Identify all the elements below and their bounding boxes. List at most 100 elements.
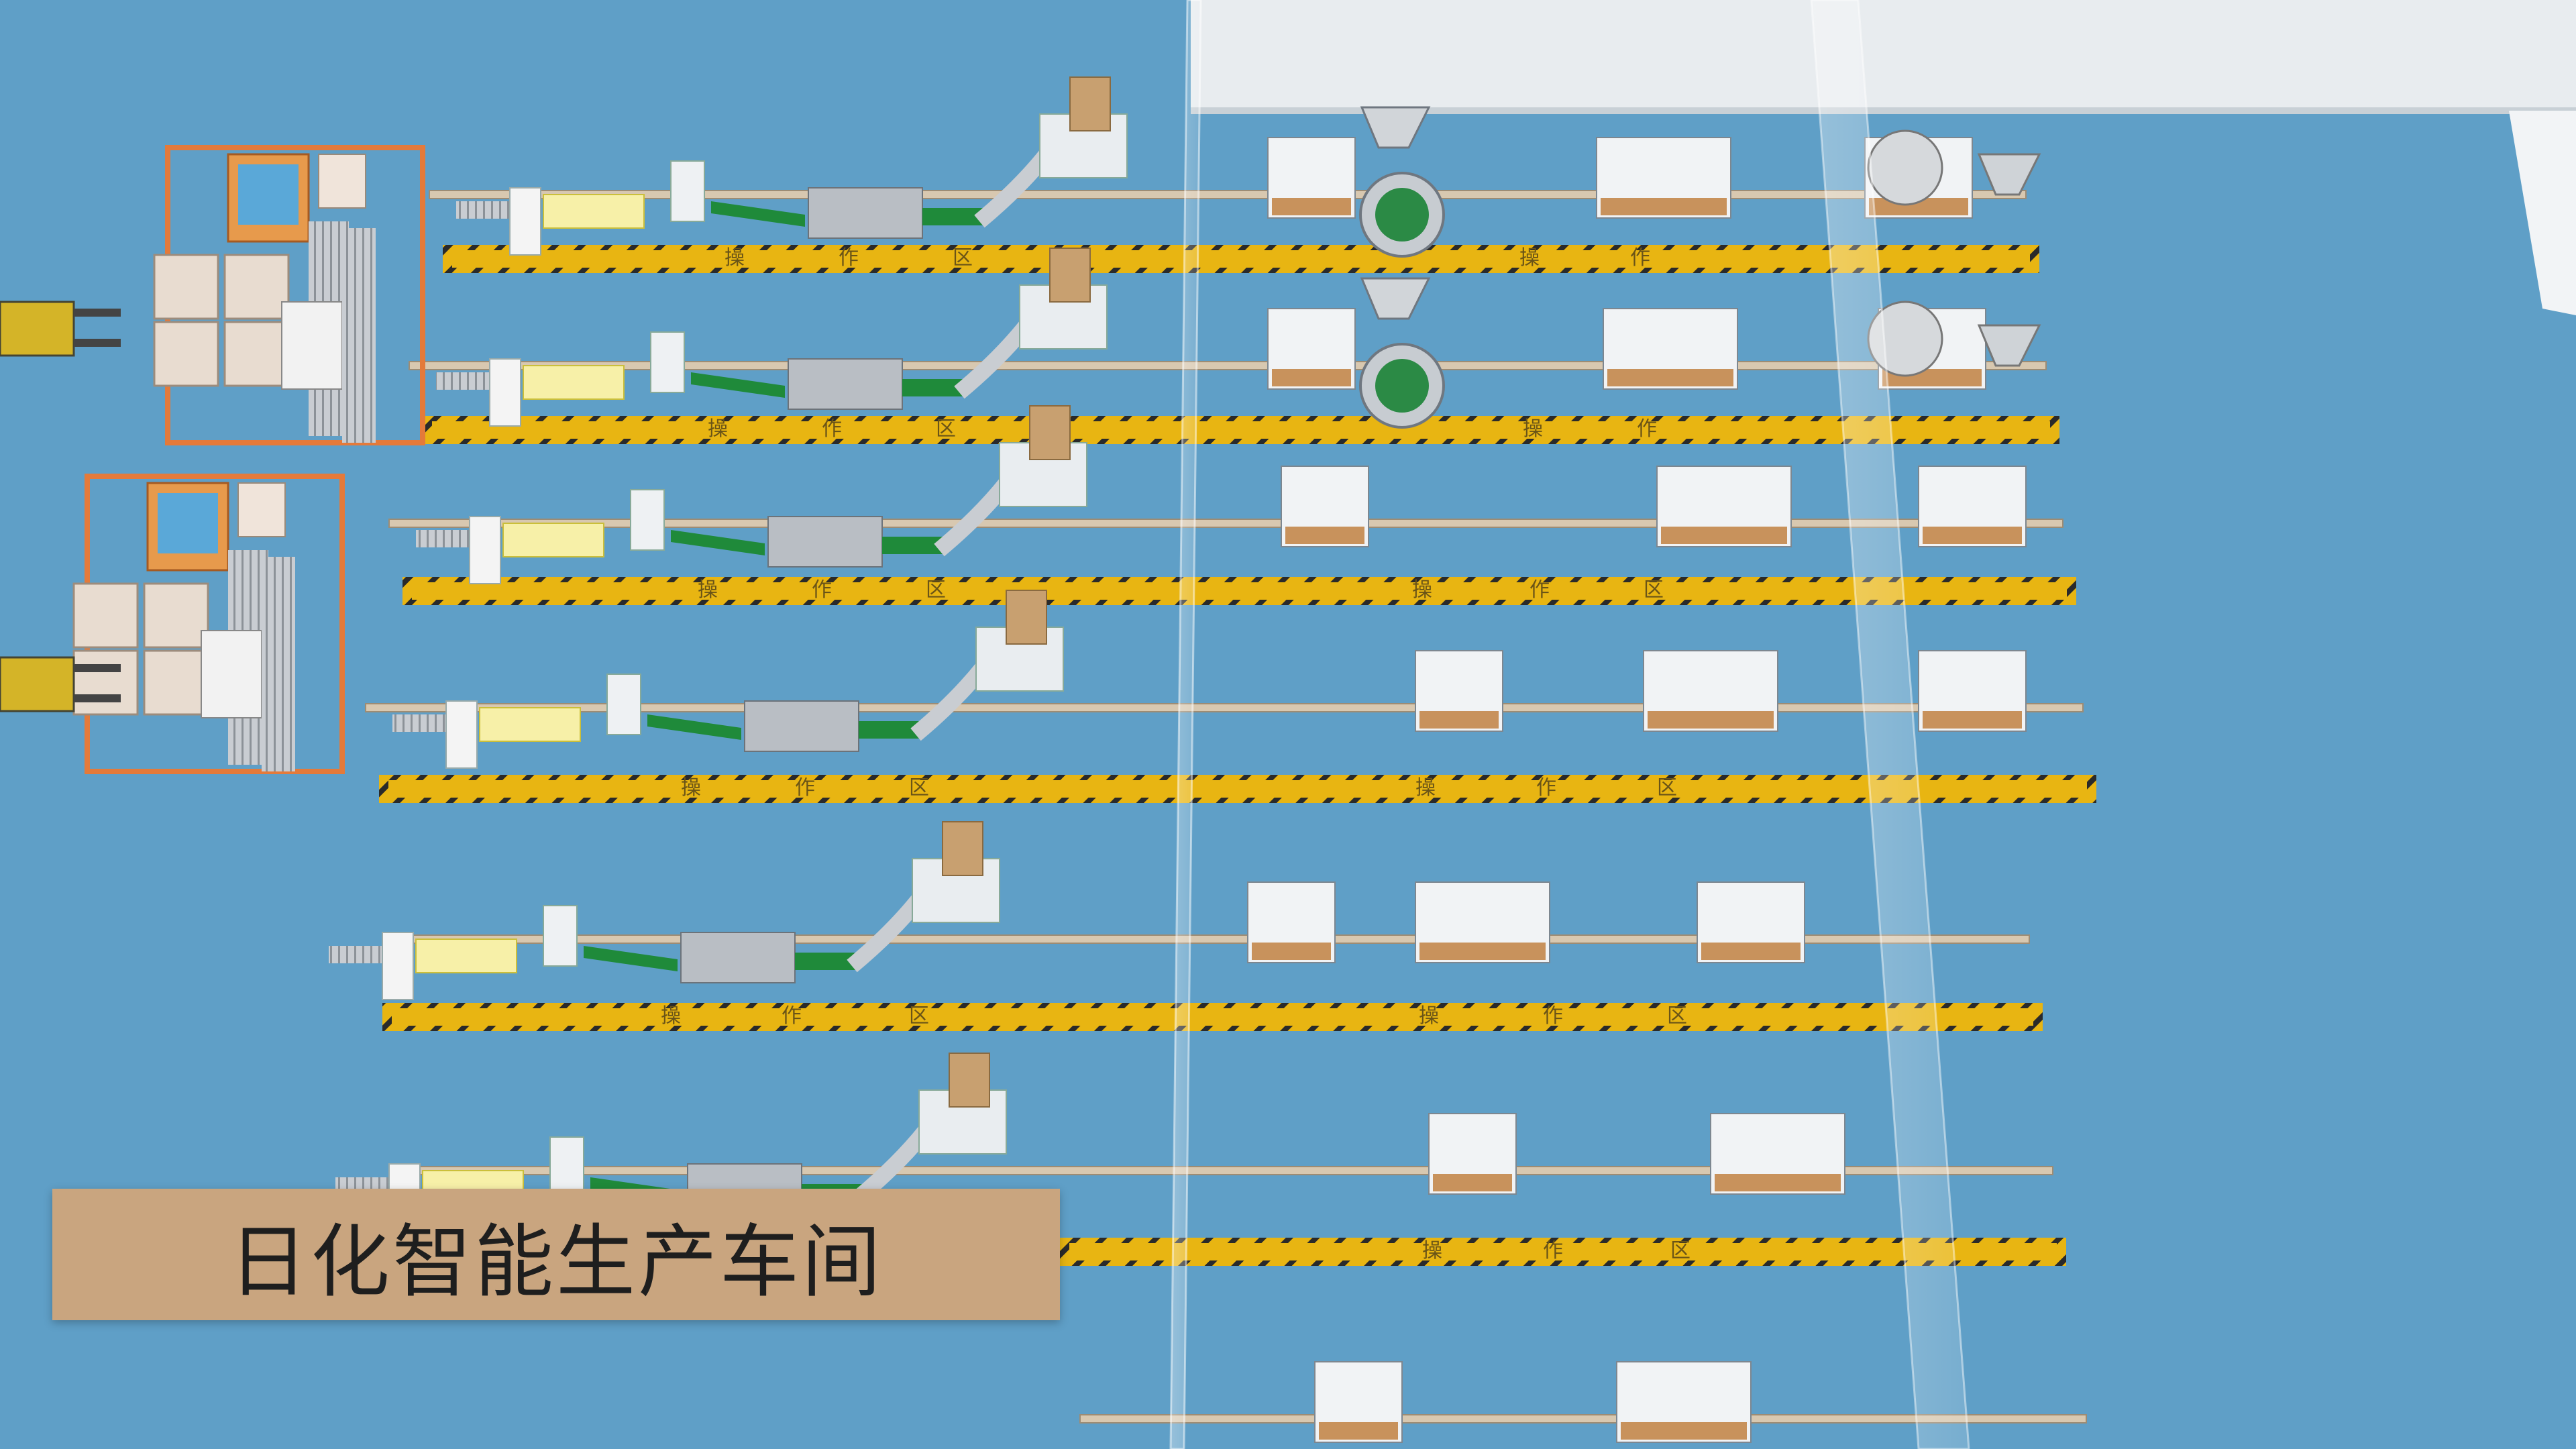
zone-label: 区 <box>1670 1239 1690 1263</box>
sealing-unit <box>502 523 604 557</box>
sealing-unit <box>415 938 517 973</box>
robot-palletizer <box>201 630 262 718</box>
stripe-fill <box>452 250 2030 268</box>
carton-box <box>949 1053 990 1108</box>
stripe-fill <box>412 582 2067 600</box>
forklift-body <box>0 656 75 712</box>
stripe-fill <box>392 1008 2033 1026</box>
zone-label: 区 <box>1667 1004 1687 1028</box>
stripe-fill <box>1069 1243 2057 1260</box>
forklift <box>0 301 121 357</box>
machine-base <box>1701 943 1801 960</box>
outfeed-conveyor <box>922 208 983 225</box>
operation-zone-stripes <box>379 245 2096 1266</box>
green-conveyor <box>671 530 765 555</box>
zone-label: 操 <box>698 578 718 602</box>
pallet-stack <box>72 582 139 649</box>
production-line <box>388 405 2063 584</box>
outfeed-conveyor <box>902 379 963 396</box>
production-line <box>335 1053 2053 1232</box>
zone-label: 作 <box>1543 1239 1563 1263</box>
machine-base <box>1285 527 1364 544</box>
carton-box <box>1029 405 1071 460</box>
checkweigher <box>630 489 665 551</box>
machine-base <box>1607 369 1733 386</box>
forklift-fork <box>74 694 121 702</box>
cartoning-machine <box>808 187 923 239</box>
zone-label: 操 <box>1419 1004 1439 1028</box>
green-conveyor <box>584 946 678 971</box>
pallet-stack <box>153 321 219 387</box>
zone-label: 区 <box>1644 578 1664 602</box>
pallet-stack <box>153 254 219 320</box>
machine-base <box>1433 1174 1512 1191</box>
palletizing-cell <box>72 474 345 774</box>
zone-label: 作 <box>782 1004 802 1028</box>
zone-label: 操 <box>661 1004 681 1028</box>
machine-base <box>1252 943 1331 960</box>
machine-base <box>1923 711 2022 729</box>
carton-box <box>942 821 983 876</box>
production-line <box>365 590 2084 769</box>
carton-box <box>1049 248 1091 303</box>
green-conveyor <box>711 201 805 227</box>
pallet-stack <box>143 582 209 649</box>
forklift-fork <box>74 339 121 347</box>
zone-label: 作 <box>1630 246 1650 270</box>
stripe-fill <box>388 780 2087 798</box>
stripe-fill <box>432 421 2050 439</box>
checkweigher <box>650 331 685 393</box>
zone-label: 作 <box>812 578 832 602</box>
zone-label: 作 <box>1529 578 1550 602</box>
caption-title: 日化智能生产车间 <box>228 1215 883 1308</box>
zone-label: 操 <box>708 417 728 441</box>
zone-label: 操 <box>681 776 701 800</box>
labeling-machine <box>469 516 501 584</box>
pallet-stack <box>143 649 209 716</box>
hopper <box>1360 277 1431 320</box>
checkweigher <box>606 674 641 735</box>
forklift-fork <box>74 664 121 672</box>
palletizing-area <box>0 145 425 774</box>
control-cabinet <box>237 482 286 537</box>
checkweigher <box>670 160 705 222</box>
glass-partitions <box>1169 0 1970 1449</box>
tank-contents <box>1375 359 1429 413</box>
machine-base <box>1319 1422 1398 1440</box>
carton-box <box>1006 590 1047 645</box>
zone-label: 区 <box>936 417 956 441</box>
zone-label: 操 <box>1415 776 1436 800</box>
labeling-machine <box>382 932 414 1000</box>
zone-label: 操 <box>724 246 745 270</box>
pallet-magazine-top <box>238 164 299 225</box>
zone-label: 操 <box>1523 417 1543 441</box>
discharge-hopper <box>1977 153 2041 196</box>
production-line <box>1079 1361 2087 1443</box>
zone-label: 区 <box>909 776 929 800</box>
labeling-machine <box>445 700 478 769</box>
outfeed-conveyor <box>882 537 943 554</box>
zone-label: 操 <box>1422 1239 1442 1263</box>
zone-label: 区 <box>1657 776 1677 800</box>
caption-banner: 日化智能生产车间 <box>52 1189 1060 1320</box>
zone-label: 区 <box>909 1004 929 1028</box>
outfeed-conveyor <box>859 721 919 739</box>
cartoning-machine <box>744 700 859 752</box>
outfeed-conveyor <box>795 953 855 970</box>
machine-base <box>1661 527 1787 544</box>
cartoning-machine <box>767 516 883 568</box>
transfer-conveyor <box>262 557 295 771</box>
production-line <box>429 76 2041 258</box>
labeling-machine <box>509 187 541 256</box>
production-lines <box>329 76 2087 1443</box>
machine-base <box>1715 1174 1841 1191</box>
main-conveyor <box>429 190 2027 199</box>
cartoning-machine <box>680 932 796 983</box>
pallet-stack <box>72 649 139 716</box>
control-cabinet <box>318 154 366 209</box>
discharge-hopper <box>1977 324 2041 367</box>
machine-base <box>1419 943 1546 960</box>
zone-label: 作 <box>1536 776 1556 800</box>
robot-palletizer <box>281 301 343 390</box>
